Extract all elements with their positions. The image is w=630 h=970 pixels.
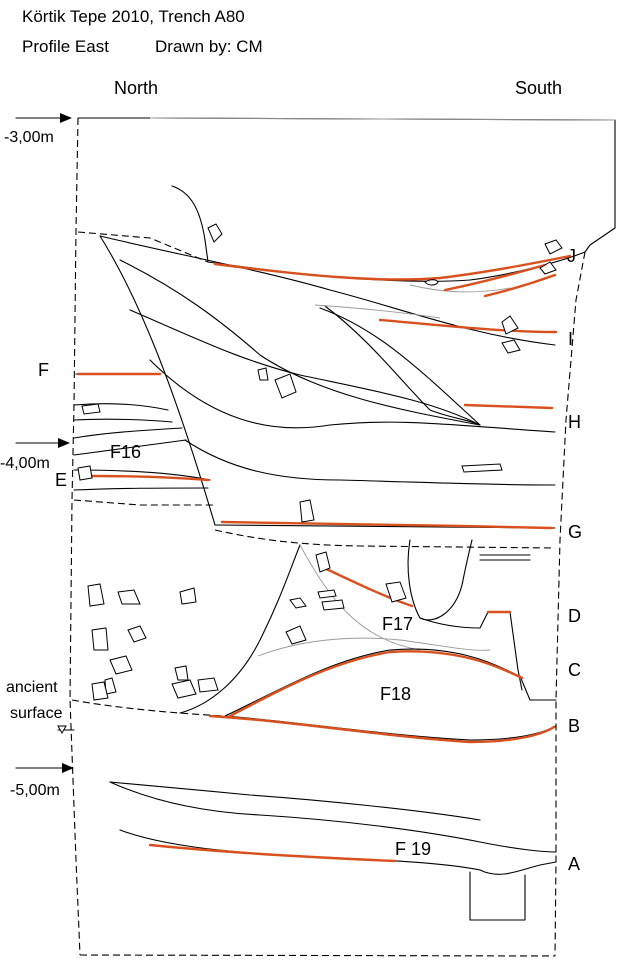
depth-marker-5m: -5,00m: [10, 763, 74, 799]
feature-label-f18: F18: [380, 684, 411, 704]
drawing-title: Körtik Tepe 2010, Trench A80: [22, 7, 245, 26]
surface-marker-icon: [57, 725, 75, 735]
layer-label-b: B: [568, 716, 580, 736]
layer-label-c: C: [568, 660, 581, 680]
feature-label-f19: F 19: [395, 839, 431, 859]
south-label: South: [515, 78, 562, 98]
organic-layer-j-2: [443, 263, 547, 292]
drawn-by: Drawn by: CM: [155, 37, 263, 56]
organic-layers: [76, 254, 572, 863]
layer-label-g: G: [568, 522, 582, 542]
organic-layer-j-3: [483, 273, 557, 298]
depth-marker-4m: -4,00m: [0, 438, 70, 472]
layer-label-j: J: [567, 246, 576, 266]
north-label: North: [114, 78, 158, 98]
layer-label-d: D: [568, 606, 581, 626]
feature-label-f16: F16: [110, 442, 141, 462]
organic-layer-d-1: [318, 564, 414, 608]
organic-layer-c: [228, 650, 524, 718]
layer-label-e: E: [55, 470, 67, 490]
depth-label-5m: -5,00m: [10, 782, 60, 799]
layer-label-i: I: [568, 329, 573, 349]
stones: [77, 223, 563, 701]
ancient-surface-label-2: surface: [10, 705, 63, 722]
profile-outline: [69, 117, 616, 957]
layer-label-a: A: [568, 854, 580, 874]
organic-layer-e: [88, 474, 210, 482]
arrow-right-icon: [60, 113, 72, 123]
arrow-right-icon: [58, 438, 70, 448]
organic-layer-g: [220, 520, 554, 530]
organic-layer-a: [148, 843, 397, 863]
arrow-right-icon: [62, 763, 74, 773]
middle-layers: [73, 499, 557, 714]
lower-layers: [109, 781, 557, 921]
feature-label-f17: F17: [382, 614, 413, 634]
layer-label-f: F: [38, 360, 49, 380]
ancient-surface-label-1: ancient: [6, 679, 58, 696]
organic-layer-j-1: [213, 254, 572, 281]
depth-marker-3m: -3,00m: [4, 113, 72, 146]
organic-layer-b: [208, 714, 556, 744]
organic-layer-i: [378, 318, 558, 334]
profile-name: Profile East: [22, 37, 109, 56]
depth-label-3m: -3,00m: [4, 129, 54, 146]
depth-label-4m: -4,00m: [0, 455, 50, 472]
organic-layer-h: [463, 403, 554, 410]
upper-pit: [77, 185, 586, 526]
layer-label-h: H: [568, 412, 581, 432]
left-layers: [73, 373, 211, 491]
